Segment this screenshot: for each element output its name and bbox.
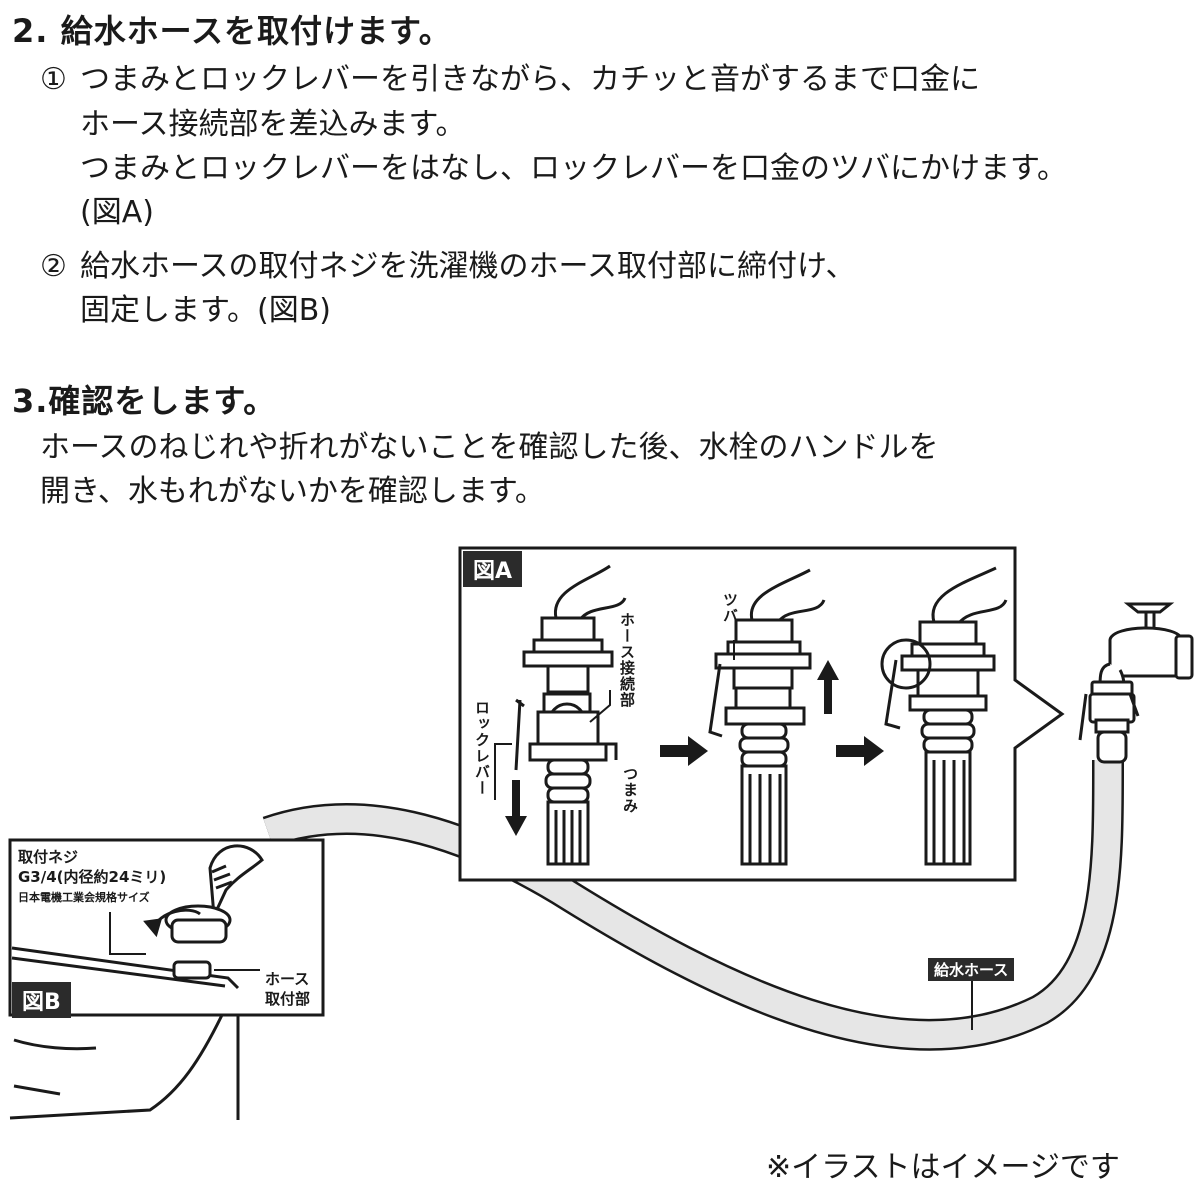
step2-item1-line2: ホース接続部を差込みます。 [80, 107, 466, 142]
figure-b-tag: 図B [12, 982, 71, 1018]
hose-connector-leader [589, 690, 611, 723]
lock-lever-leader [494, 743, 512, 800]
arrow-right-icon [660, 736, 708, 766]
washing-machine-illustration [9, 1014, 240, 1120]
mount-label-line1: ホース [265, 970, 310, 988]
supply-hose-label: 給水ホース [928, 958, 1015, 981]
figure-b-illustration [11, 844, 264, 990]
arrow-up-icon [817, 660, 839, 714]
step2-item1-marker: ① [40, 62, 67, 97]
thread-label-line3: 日本電機工業会規格サイズ [18, 891, 150, 904]
figure-a-stage3 [880, 566, 1008, 866]
supply-hose [262, 759, 1125, 1051]
knob-label: つまみ [621, 766, 639, 814]
step2-item2-line2: 固定します。(図B) [80, 293, 331, 328]
lock-lever-label: ロックレバー [473, 700, 491, 796]
step2-item1-line4: (図A) [80, 195, 154, 230]
step2-item2-marker: ② [40, 249, 67, 284]
step3-heading: 3.確認をします。 [12, 382, 277, 420]
step2-item1-line3: つまみとロックレバーをはなし、ロックレバーを口金のツバにかけます。 [80, 151, 1067, 186]
step3-line2: 開き、水もれがないかを確認します。 [40, 474, 545, 509]
mount-label-line2: 取付部 [265, 990, 311, 1008]
step2-item2-line1: 給水ホースの取付ネジを洗濯機のホース取付部に締付け、 [80, 249, 856, 284]
footnote: ※イラストはイメージです [766, 1150, 1120, 1185]
arrow-right-icon [836, 736, 884, 766]
figure-a-tag: 図A [463, 551, 523, 587]
figure-a-stage2 [708, 568, 826, 866]
step2-heading: 2. 給水ホースを取付けます。 [12, 12, 452, 50]
thread-label-line1: 取付ネジ [18, 848, 79, 866]
step2-item1-line1: つまみとロックレバーを引きながら、カチッと音がするまで口金に [80, 62, 980, 97]
hose-connector-label: ホース接続部 [618, 612, 636, 708]
faucet-illustration [1078, 602, 1194, 764]
thread-label-line2: G3/4(内径約24ミリ) [18, 868, 167, 886]
figure-a-stage1 [514, 564, 627, 866]
arrow-down-icon [505, 780, 527, 836]
flange-label: ツバ [721, 592, 739, 624]
step3-line1: ホースのねじれや折れがないことを確認した後、水栓のハンドルを [40, 430, 939, 465]
